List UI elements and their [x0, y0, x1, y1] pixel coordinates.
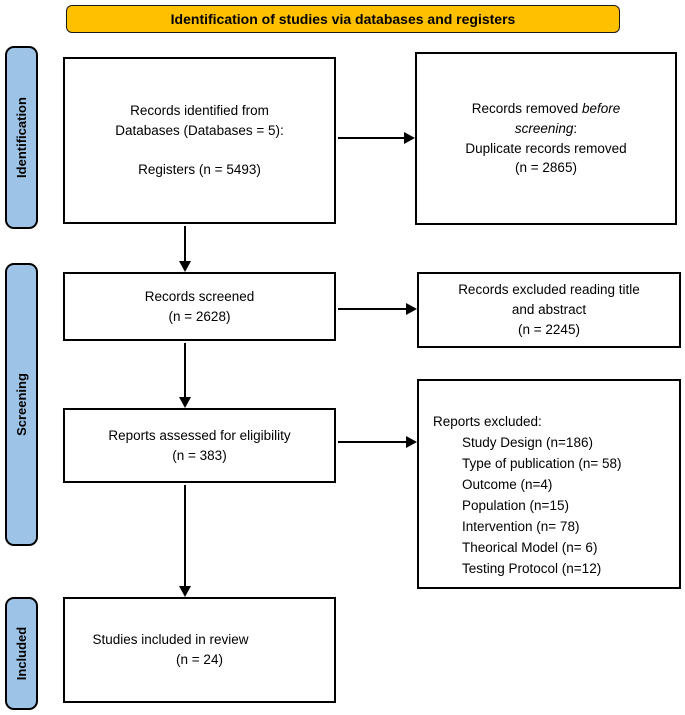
arrow-identified-to-screened-line: [184, 226, 186, 261]
arrow-screened-to-excluded-head: [406, 303, 417, 315]
arrow-assessed-to-reports-excluded-head: [406, 436, 417, 448]
stage-label-included-text: Included: [14, 626, 30, 681]
box-studies-included: Studies included in review (n = 24): [63, 597, 336, 703]
records-identified-line2: Databases (Databases = 5):: [115, 122, 284, 138]
reports-excluded-item: Study Design (n=186): [462, 435, 593, 450]
records-excluded-line3: (n = 2245): [518, 321, 580, 337]
reports-excluded-item: Outcome (n=4): [462, 477, 553, 492]
stage-label-screening-text: Screening: [14, 373, 30, 436]
box-reports-assessed: Reports assessed for eligibility (n = 38…: [63, 408, 336, 483]
arrow-identified-to-screened-head: [179, 261, 191, 272]
arrow-screened-to-excluded-line: [338, 308, 406, 310]
records-removed-l1-normal: Records removed: [471, 100, 582, 116]
arrow-assessed-to-included-line: [184, 485, 186, 586]
records-identified-line3: Registers (n = 5493): [138, 162, 261, 178]
arrow-screened-to-assessed-head: [179, 397, 191, 408]
arrow-identified-to-removed-line: [338, 137, 404, 139]
arrow-identified-to-removed-head: [404, 132, 415, 144]
records-excluded-line2: and abstract: [511, 302, 587, 318]
reports-assessed-line2: (n = 383): [172, 447, 227, 463]
arrow-assessed-to-reports-excluded-line: [338, 441, 406, 443]
arrow-screened-to-assessed-line: [184, 343, 186, 397]
records-excluded-line1: Records excluded reading title: [458, 282, 640, 298]
studies-included-line1-text: Studies included in review: [92, 632, 249, 648]
records-screened-line1: Records screened: [144, 288, 255, 304]
stage-label-included: Included: [5, 597, 38, 710]
records-screened-line2: (n = 2628): [168, 308, 231, 324]
stage-label-identification-text: Identification: [14, 97, 30, 178]
box-records-excluded: Records excluded reading title and abstr…: [417, 272, 681, 348]
records-removed-l2-italic: screening: [514, 120, 574, 136]
box-records-removed: Records removed before screening: Duplic…: [415, 52, 677, 225]
box-reports-excluded: Reports excluded: Study Design (n=186) T…: [417, 379, 681, 589]
reports-excluded-item: Theorical Model (n= 6): [462, 540, 598, 555]
reports-excluded-item: Population (n=15): [462, 498, 569, 513]
records-removed-line4: (n = 2865): [515, 160, 577, 176]
reports-excluded-title: Reports excluded:: [433, 414, 542, 429]
stage-label-screening: Screening: [5, 263, 38, 546]
reports-excluded-item: Intervention (n= 78): [462, 519, 580, 534]
stage-label-identification: Identification: [5, 46, 38, 229]
reports-assessed-line1: Reports assessed for eligibility: [108, 427, 291, 443]
studies-included-line1: Studies included in review: [65, 630, 334, 650]
records-removed-l2-suffix: :: [573, 120, 578, 136]
arrow-assessed-to-included-head: [179, 586, 191, 597]
records-removed-l1-italic: before: [582, 100, 621, 116]
records-identified-line1: Records identified from: [130, 102, 269, 118]
banner-title-label: Identification of studies via databases …: [170, 11, 516, 27]
box-records-identified: Records identified from Databases (Datab…: [63, 57, 336, 224]
records-removed-line2: screening:: [417, 119, 675, 139]
records-removed-line3: Duplicate records removed: [465, 140, 627, 156]
records-removed-line1: Records removed before: [417, 99, 675, 119]
reports-excluded-item: Testing Protocol (n=12): [462, 561, 602, 576]
reports-excluded-item: Type of publication (n= 58): [462, 456, 622, 471]
studies-included-line2: (n = 24): [176, 652, 223, 667]
banner-title: Identification of studies via databases …: [66, 5, 620, 33]
box-records-screened: Records screened (n = 2628): [63, 272, 336, 341]
